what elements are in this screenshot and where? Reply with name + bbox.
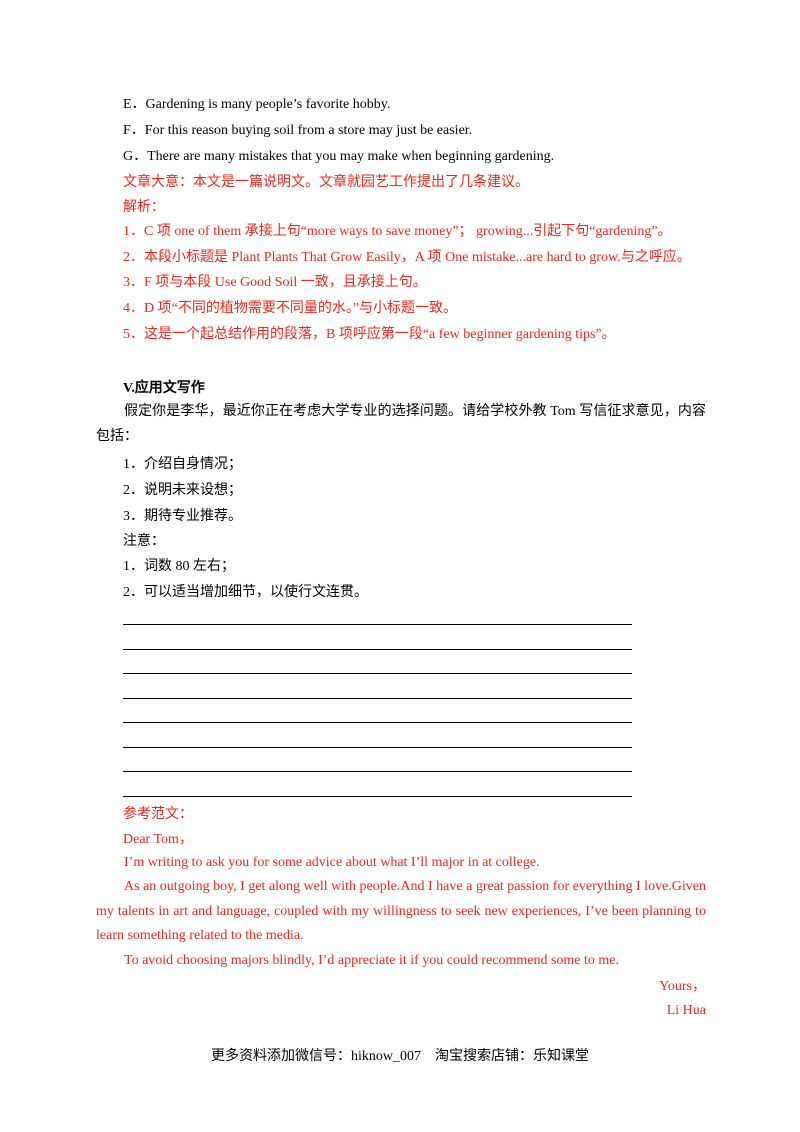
notes-label: 注意： (123, 534, 165, 549)
writing-line (123, 771, 632, 772)
writing-line (123, 624, 632, 625)
option-e: E．Gardening is many people’s favorite ho… (123, 97, 391, 112)
note-1: 1．词数 80 左右； (123, 559, 235, 574)
writing-line (123, 673, 632, 674)
analysis-item-3: 3．F 项与本段 Use Good Soil 一致，且承接上句。 (123, 275, 427, 290)
sample-label: 参考范文： (123, 807, 193, 822)
analysis-label: 解析： (123, 200, 165, 215)
option-f: F．For this reason buying soil from a sto… (123, 123, 473, 138)
analysis-item-1: 1．C 项 one of them 承接上句“more ways to save… (123, 224, 672, 239)
requirement-1: 1．介绍自身情况； (123, 457, 242, 472)
section-title: V.应用文写作 (123, 381, 205, 396)
letter-paragraph-1: I’m writing to ask you for some advice a… (124, 855, 540, 870)
article-summary: 文章大意：本文是一篇说明文。文章就园艺工作提出了几条建议。 (123, 175, 529, 190)
writing-line (123, 648, 632, 650)
requirement-2: 2．说明未来设想； (123, 483, 242, 498)
requirement-3: 3．期待专业推荐。 (123, 509, 242, 524)
analysis-item-4: 4．D 项“不同的植物需要不同量的水。”与小标题一致。 (123, 301, 458, 316)
letter-closing: Yours， (659, 979, 706, 994)
analysis-item-2: 2．本段小标题是 Plant Plants That Grow Easily，A… (123, 250, 691, 265)
letter-paragraph-2: As an outgoing boy, I get along well wit… (96, 879, 706, 943)
writing-line (123, 746, 632, 748)
note-2: 2．可以适当增加细节，以使行文连贯。 (123, 585, 368, 600)
letter-salutation: Dear Tom， (123, 832, 193, 847)
option-g: G．There are many mistakes that you may m… (123, 149, 555, 164)
writing-line (123, 697, 632, 699)
writing-prompt: 假定你是李华，最近你正在考虑大学专业的选择问题。请给学校外教 Tom 写信征求意… (96, 404, 706, 444)
page-footer: 更多资料添加微信号：hiknow_007 淘宝搜索店铺：乐知课堂 (211, 1049, 589, 1064)
letter-paragraph-3: To avoid choosing majors blindly, I’d ap… (124, 953, 619, 968)
writing-line (123, 795, 632, 797)
analysis-item-5: 5．这是一个起总结作用的段落，B 项呼应第一段“a few beginner g… (123, 327, 616, 342)
writing-line (123, 722, 632, 723)
letter-signature: Li Hua (666, 1003, 706, 1018)
